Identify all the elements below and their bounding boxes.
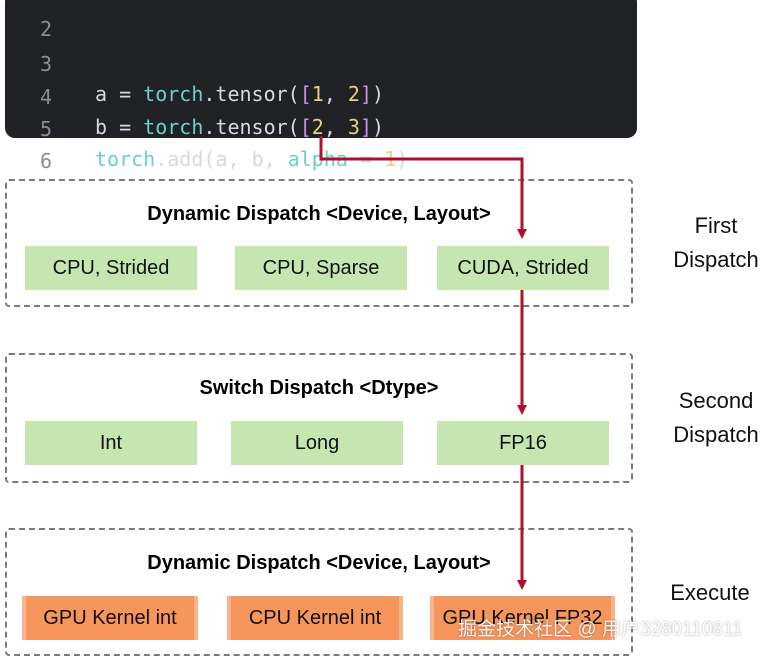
code-token: ] [359, 82, 372, 106]
group-title: Dynamic Dispatch <Device, Layout> [147, 203, 491, 225]
side-label-second-dispatch: Second Dispatch [652, 384, 780, 452]
dtype-box-int: Int [25, 421, 197, 465]
code-text: b = torch.tensor([2, 3]) [95, 112, 384, 142]
code-token: .tensor( [203, 82, 300, 106]
code-token: , [263, 147, 288, 171]
first-dispatch-group: Dynamic Dispatch <Device, Layout> CPU, S… [5, 179, 633, 307]
line-number: 3 [39, 52, 52, 76]
code-token: 1 [311, 82, 324, 106]
code-token: .add( [155, 147, 216, 171]
code-token: b [251, 147, 264, 171]
code-token: 2 [311, 115, 324, 139]
side-label-first-dispatch: First Dispatch [652, 209, 780, 277]
code-token: b [95, 115, 108, 139]
code-token: 2 [347, 82, 360, 106]
code-token: ) [372, 115, 385, 139]
dispatch-box-cuda-strided: CUDA, Strided [437, 246, 609, 290]
code-line-5: 5 torch.add(a, b, alpha = 1) [5, 84, 408, 171]
code-token: 3 [347, 115, 360, 139]
side-label-line: Second [678, 388, 754, 413]
second-dispatch-group: Switch Dispatch <Dtype> Int Long FP16 [5, 353, 633, 483]
side-label-line: Execute [670, 580, 750, 605]
code-token: torch [95, 147, 156, 171]
line-number: 5 [39, 117, 52, 141]
code-token: = [107, 82, 144, 106]
code-token: torch [143, 82, 204, 106]
code-token: = [107, 115, 144, 139]
code-token: torch [143, 115, 204, 139]
group-title: Switch Dispatch <Dtype> [199, 377, 439, 399]
code-line-2: 2 [5, 0, 53, 41]
code-line-3: 3 a = torch.tensor([1, 2]) [5, 19, 384, 106]
code-line-6: 6 [5, 116, 53, 173]
code-token: , [227, 147, 252, 171]
code-line-4: 4 b = torch.tensor([2, 3]) [5, 52, 384, 139]
code-token: a [95, 82, 108, 106]
code-token: a [215, 147, 228, 171]
line-number: 2 [39, 17, 52, 41]
code-token: , [323, 115, 348, 139]
arrow-code-to-cuda [319, 136, 527, 239]
kernel-box-gpu-int: GPU Kernel int [22, 596, 198, 640]
dispatch-box-cpu-sparse: CPU, Sparse [235, 246, 407, 290]
group-title: Dynamic Dispatch <Device, Layout> [147, 552, 491, 574]
dtype-box-fp16: FP16 [437, 421, 609, 465]
side-label-line: Dispatch [673, 247, 759, 272]
code-token: ] [359, 115, 372, 139]
code-token: ) [372, 82, 385, 106]
code-text: torch.add(a, b, alpha = 1) [95, 144, 408, 174]
code-text: a = torch.tensor([1, 2]) [95, 79, 384, 109]
watermark: 掘金技术社区 @ 用户3280110811 [458, 619, 743, 640]
side-label-execute: Execute [646, 576, 774, 610]
code-token: , [323, 82, 348, 106]
code-token: .tensor( [203, 115, 300, 139]
kernel-box-cpu-int: CPU Kernel int [227, 596, 403, 640]
kernel-box-gpu-fp32: GPU Kernel FP32 [430, 596, 615, 640]
code-token: [ [299, 82, 312, 106]
line-number: 4 [39, 85, 52, 109]
side-label-line: Dispatch [673, 422, 759, 447]
execute-group: Dynamic Dispatch <Device, Layout> GPU Ke… [5, 528, 633, 656]
dtype-box-long: Long [231, 421, 403, 465]
line-number: 6 [39, 149, 52, 173]
dispatch-box-cpu-strided: CPU, Strided [25, 246, 197, 290]
code-panel: 2 3 a = torch.tensor([1, 2]) 4 b = torch… [5, 0, 637, 173]
code-token: [ [299, 115, 312, 139]
side-label-line: First [694, 213, 738, 238]
